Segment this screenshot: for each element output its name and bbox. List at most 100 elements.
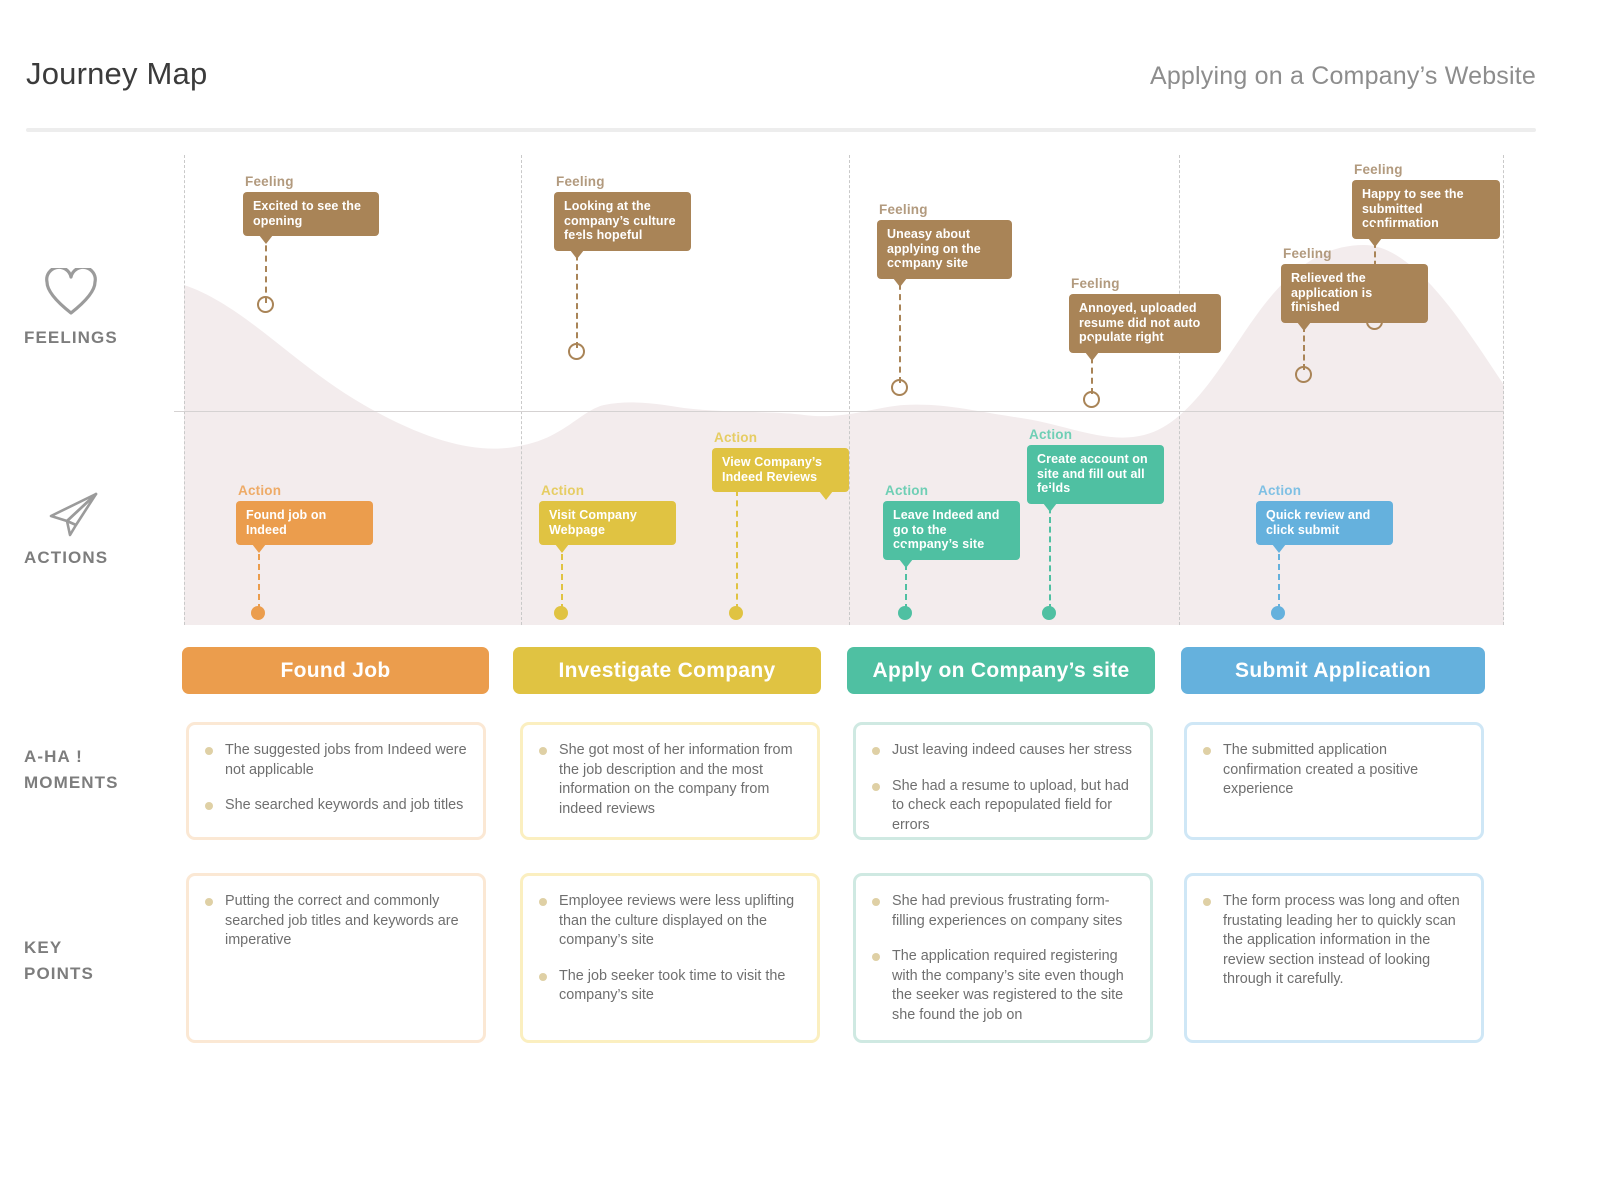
feeling-marker-1 bbox=[257, 296, 274, 313]
feeling-kicker-4: Feeling bbox=[1071, 276, 1120, 291]
bullet-icon bbox=[1203, 898, 1211, 906]
phase-divider-end bbox=[1503, 155, 1504, 625]
phase-bar-submit-application[interactable]: Submit Application bbox=[1181, 647, 1485, 694]
list-item: Employee reviews were less uplifting tha… bbox=[537, 892, 801, 951]
neutral-baseline bbox=[174, 411, 1504, 412]
feeling-stem-2 bbox=[576, 235, 578, 348]
action-marker-3 bbox=[729, 606, 743, 620]
action-kicker-5: Action bbox=[1029, 427, 1073, 442]
action-callout-4[interactable]: Action Leave Indeed and go to the compan… bbox=[883, 483, 1020, 568]
row-label-key-line2: POINTS bbox=[24, 964, 94, 983]
feeling-callout-2[interactable]: Feeling Looking at the company’s culture… bbox=[554, 174, 691, 259]
key-points-card-1[interactable]: Putting the correct and commonly searche… bbox=[186, 873, 486, 1043]
feeling-kicker-1: Feeling bbox=[245, 174, 294, 189]
action-callout-5[interactable]: Action Create account on site and fill o… bbox=[1027, 427, 1164, 512]
action-callout-6[interactable]: Action Quick review and click submit bbox=[1256, 483, 1393, 553]
feeling-kicker-6: Feeling bbox=[1283, 246, 1332, 261]
feeling-callout-5[interactable]: Feeling Happy to see the submitted confi… bbox=[1352, 162, 1500, 247]
key-points-card-3[interactable]: She had previous frustrating form-fillin… bbox=[853, 873, 1153, 1043]
feeling-stem-3 bbox=[899, 263, 901, 383]
aha-card-3[interactable]: Just leaving indeed causes her stress Sh… bbox=[853, 722, 1153, 840]
feeling-callout-6[interactable]: Feeling Relieved the application is fini… bbox=[1281, 246, 1428, 331]
aha-text: Just leaving indeed causes her stress bbox=[892, 742, 1132, 758]
action-kicker-4: Action bbox=[885, 483, 929, 498]
action-stem-3 bbox=[736, 490, 738, 610]
feeling-kicker-5: Feeling bbox=[1354, 162, 1403, 177]
row-label-feelings: FEELINGS bbox=[24, 328, 118, 347]
key-point-text: The application required registering wit… bbox=[892, 948, 1124, 1023]
action-callout-3[interactable]: Action View Company’s Indeed Reviews bbox=[712, 430, 849, 500]
action-box-6: Quick review and click submit bbox=[1256, 501, 1393, 553]
aha-text: She searched keywords and job titles bbox=[225, 797, 464, 813]
phase-bar-apply-on-company-site[interactable]: Apply on Company’s site bbox=[847, 647, 1155, 694]
feeling-marker-4 bbox=[1083, 391, 1100, 408]
action-stem-2 bbox=[561, 544, 563, 610]
list-item: She got most of her information from the… bbox=[537, 741, 801, 819]
aha-text: She had a resume to upload, but had to c… bbox=[892, 777, 1129, 833]
action-kicker-3: Action bbox=[714, 430, 758, 445]
row-label-key-line1: KEY bbox=[24, 938, 63, 957]
aha-text: The submitted application confirmation c… bbox=[1223, 742, 1419, 797]
row-label-aha-line2: MOMENTS bbox=[24, 773, 119, 792]
key-points-list-4: The form process was long and often frus… bbox=[1201, 892, 1465, 990]
action-box-4: Leave Indeed and go to the company’s sit… bbox=[883, 501, 1020, 568]
action-marker-4 bbox=[898, 606, 912, 620]
paper-plane-icon bbox=[46, 490, 102, 545]
phase-divider-2 bbox=[849, 155, 850, 625]
phase-divider-start bbox=[184, 155, 185, 625]
action-box-1: Found job on Indeed bbox=[236, 501, 373, 553]
emotion-curve-chart bbox=[184, 155, 1504, 625]
bullet-icon bbox=[205, 898, 213, 906]
feeling-marker-6 bbox=[1295, 366, 1312, 383]
feeling-callout-3[interactable]: Feeling Uneasy about applying on the com… bbox=[877, 202, 1012, 287]
row-label-key-points: KEY POINTS bbox=[24, 935, 94, 987]
action-kicker-6: Action bbox=[1258, 483, 1302, 498]
aha-card-4[interactable]: The submitted application confirmation c… bbox=[1184, 722, 1484, 840]
feeling-callout-4[interactable]: Feeling Annoyed, uploaded resume did not… bbox=[1069, 276, 1221, 361]
list-item: The application required registering wit… bbox=[870, 947, 1134, 1025]
bullet-icon bbox=[205, 747, 213, 755]
action-box-3: View Company’s Indeed Reviews bbox=[712, 448, 849, 500]
bullet-icon bbox=[539, 747, 547, 755]
feeling-kicker-2: Feeling bbox=[556, 174, 605, 189]
feeling-box-1: Excited to see the opening bbox=[243, 192, 379, 244]
action-kicker-1: Action bbox=[238, 483, 282, 498]
key-points-card-2[interactable]: Employee reviews were less uplifting tha… bbox=[520, 873, 820, 1043]
action-callout-2[interactable]: Action Visit Company Webpage bbox=[539, 483, 676, 553]
feeling-marker-2 bbox=[568, 343, 585, 360]
phase-divider-1 bbox=[521, 155, 522, 625]
aha-card-1[interactable]: The suggested jobs from Indeed were not … bbox=[186, 722, 486, 840]
list-item: The suggested jobs from Indeed were not … bbox=[203, 741, 467, 780]
row-label-actions: ACTIONS bbox=[24, 548, 109, 567]
phase-bar-investigate-company[interactable]: Investigate Company bbox=[513, 647, 821, 694]
feeling-marker-3 bbox=[891, 379, 908, 396]
list-item: She had a resume to upload, but had to c… bbox=[870, 777, 1134, 836]
bullet-icon bbox=[539, 898, 547, 906]
feeling-stem-4 bbox=[1091, 337, 1093, 394]
key-point-text: The job seeker took time to visit the co… bbox=[559, 967, 786, 1004]
list-item: The job seeker took time to visit the co… bbox=[537, 967, 801, 1006]
feeling-box-4: Annoyed, uploaded resume did not auto po… bbox=[1069, 294, 1221, 361]
aha-card-2[interactable]: She got most of her information from the… bbox=[520, 722, 820, 840]
feeling-box-5: Happy to see the submitted confirmation bbox=[1352, 180, 1500, 247]
action-callout-1[interactable]: Action Found job on Indeed bbox=[236, 483, 373, 553]
feeling-kicker-3: Feeling bbox=[879, 202, 928, 217]
phase-bar-found-job[interactable]: Found Job bbox=[182, 647, 489, 694]
bullet-icon bbox=[539, 972, 547, 981]
bullet-icon bbox=[872, 782, 880, 791]
heart-icon bbox=[44, 265, 98, 323]
action-marker-5 bbox=[1042, 606, 1056, 620]
action-marker-6 bbox=[1271, 606, 1285, 620]
page-header: Journey Map Applying on a Company’s Webs… bbox=[0, 0, 1600, 132]
list-item: Just leaving indeed causes her stress bbox=[870, 741, 1134, 761]
key-point-text: She had previous frustrating form-fillin… bbox=[892, 893, 1123, 929]
feeling-callout-1[interactable]: Feeling Excited to see the opening bbox=[243, 174, 379, 244]
key-points-list-2: Employee reviews were less uplifting tha… bbox=[537, 892, 801, 1006]
list-item: She searched keywords and job titles bbox=[203, 796, 467, 816]
bullet-icon bbox=[205, 802, 213, 810]
aha-list-2: She got most of her information from the… bbox=[537, 741, 801, 819]
key-points-card-4[interactable]: The form process was long and often frus… bbox=[1184, 873, 1484, 1043]
row-label-aha-line1: A-HA ! bbox=[24, 747, 83, 766]
action-stem-5 bbox=[1049, 488, 1051, 610]
